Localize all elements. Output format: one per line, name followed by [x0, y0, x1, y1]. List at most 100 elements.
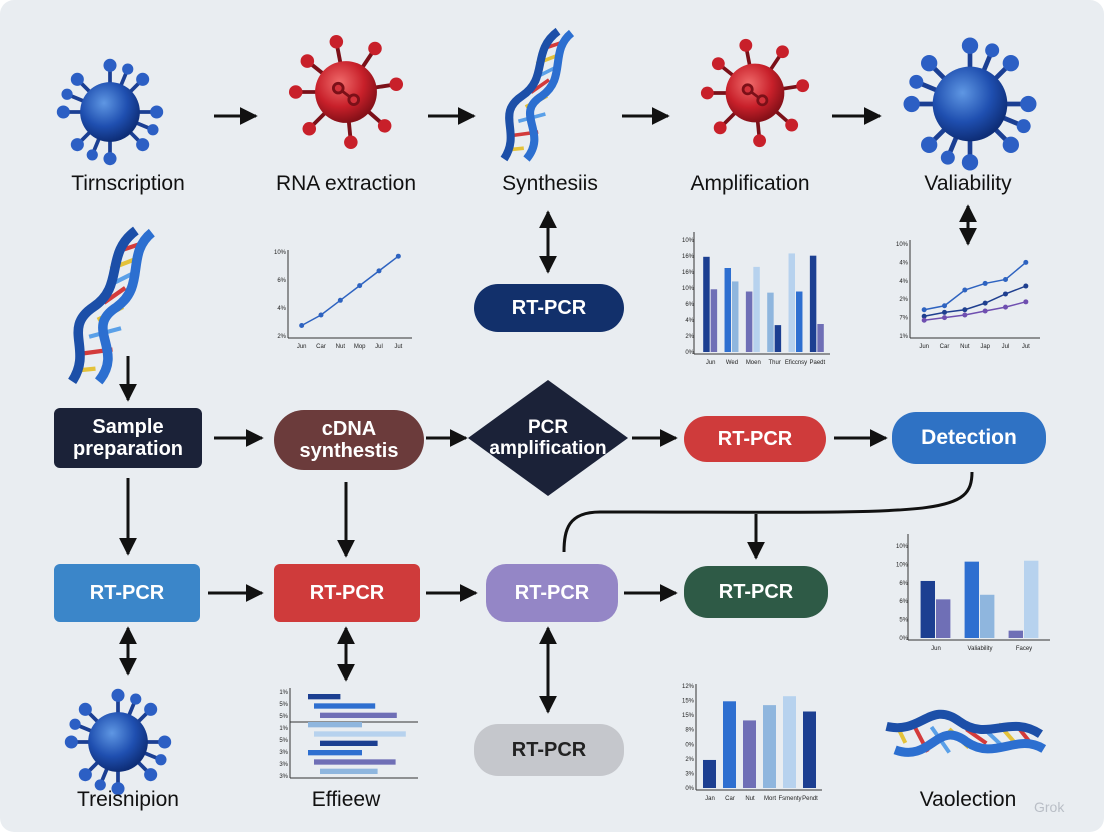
rt-pcr-node-top: RT-PCR [474, 284, 624, 332]
x-tick-label: Jut [394, 344, 402, 350]
label-treisnipion: Treisnipion [77, 788, 179, 811]
y-tick-label: 10% [682, 238, 695, 244]
y-tick-label: 6% [685, 302, 694, 308]
y-tick-label: 2% [899, 297, 908, 303]
x-tick-label: Jul [375, 344, 383, 350]
chart-4-frame [907, 534, 1050, 641]
bar [314, 703, 376, 709]
data-point [1023, 299, 1029, 305]
y-tick-label: 16% [682, 254, 695, 260]
y-tick-label: 1% [279, 726, 288, 732]
data-point [962, 312, 968, 318]
data-point [982, 308, 988, 314]
chart-1-frame [287, 250, 412, 339]
bar [703, 759, 716, 788]
y-tick-label: 4% [277, 306, 286, 312]
x-tick-label: Car [316, 344, 326, 350]
y-tick-label: 16% [682, 270, 695, 276]
y-tick-label: 5% [279, 738, 288, 744]
data-point [395, 253, 401, 259]
bar [320, 740, 378, 746]
y-tick-label: 2% [685, 334, 694, 340]
y-tick-label: 10% [896, 544, 909, 550]
y-tick-label: 3% [279, 774, 288, 780]
label-rna-extraction: RNA extraction [275, 172, 417, 195]
blue-virus-icon [904, 38, 1037, 171]
bar [743, 720, 756, 788]
y-tick-label: 3% [279, 750, 288, 756]
y-tick-label: 12% [682, 684, 695, 690]
bar [745, 291, 753, 352]
x-tick-label: Mort [764, 796, 776, 802]
x-tick-label: Jun [931, 646, 941, 652]
series-line [924, 285, 1027, 318]
bar [817, 324, 824, 352]
y-tick-label: 4% [685, 318, 694, 324]
bar [774, 325, 782, 352]
y-tick-label: 0% [685, 742, 694, 748]
bar [308, 722, 362, 728]
x-tick-label: Car [725, 796, 735, 802]
bar [763, 705, 776, 788]
blue-virus-icon [54, 56, 166, 168]
bar [1024, 560, 1039, 638]
label-vaolection: Vaolection [919, 788, 1017, 811]
y-tick-label: 5% [899, 618, 908, 624]
y-tick-label: 4% [899, 260, 908, 266]
connector-line [562, 471, 974, 553]
rt-pcr-node-red: RT-PCR [274, 564, 420, 622]
y-tick-label: 10% [896, 562, 909, 568]
label-tirnscription: Tirnscription [71, 172, 185, 195]
x-tick-label: Moen [746, 360, 761, 366]
x-tick-label: Paedt [809, 360, 825, 366]
data-point [376, 268, 382, 274]
y-tick-label: 6% [277, 278, 286, 284]
bar [732, 281, 739, 352]
y-tick-label: 8% [685, 728, 694, 734]
label-amplification: Amplification [690, 172, 810, 195]
x-tick-label: Jun [706, 360, 716, 366]
x-tick-label: Thur [768, 360, 780, 366]
data-point [337, 297, 343, 303]
x-tick-label: Eficcnsy [785, 360, 807, 366]
data-point [962, 307, 968, 313]
x-tick-label: Valiability [968, 646, 993, 652]
data-point [318, 312, 324, 318]
x-tick-label: Nut [745, 796, 755, 802]
rt-pcr-node-green: RT-PCR [684, 566, 828, 618]
x-tick-label: Facey [1016, 646, 1032, 652]
data-point [982, 280, 988, 286]
bar [980, 594, 995, 638]
x-tick-label: Car [940, 344, 950, 350]
data-point [1003, 291, 1008, 297]
bar [936, 599, 951, 638]
x-tick-label: Mop [354, 344, 366, 350]
data-point [1003, 276, 1008, 282]
x-tick-label: Fsmenty [778, 796, 801, 802]
data-point [921, 307, 927, 313]
x-tick-label: Nut [960, 344, 970, 350]
bar [724, 268, 731, 352]
bar [320, 712, 397, 718]
bar [723, 701, 736, 788]
bar [803, 711, 816, 788]
bar [314, 759, 396, 765]
y-tick-label: 4% [899, 279, 908, 285]
data-point [942, 309, 947, 315]
chart-3-frame [909, 240, 1040, 339]
data-point [299, 323, 305, 328]
y-tick-label: 6% [899, 599, 908, 605]
x-tick-label: Jut [1022, 344, 1030, 350]
data-point [962, 287, 968, 293]
label-synthesiis: Synthesiis [502, 172, 598, 195]
y-tick-label: 0% [685, 786, 694, 792]
bar [767, 292, 774, 352]
series-line [924, 261, 1027, 311]
y-tick-label: 3% [279, 762, 288, 768]
sample-preparation-node: Sample preparation [54, 408, 202, 468]
bar [1008, 630, 1023, 638]
chart-2-frame [693, 232, 830, 355]
y-tick-label: 2% [685, 757, 694, 763]
